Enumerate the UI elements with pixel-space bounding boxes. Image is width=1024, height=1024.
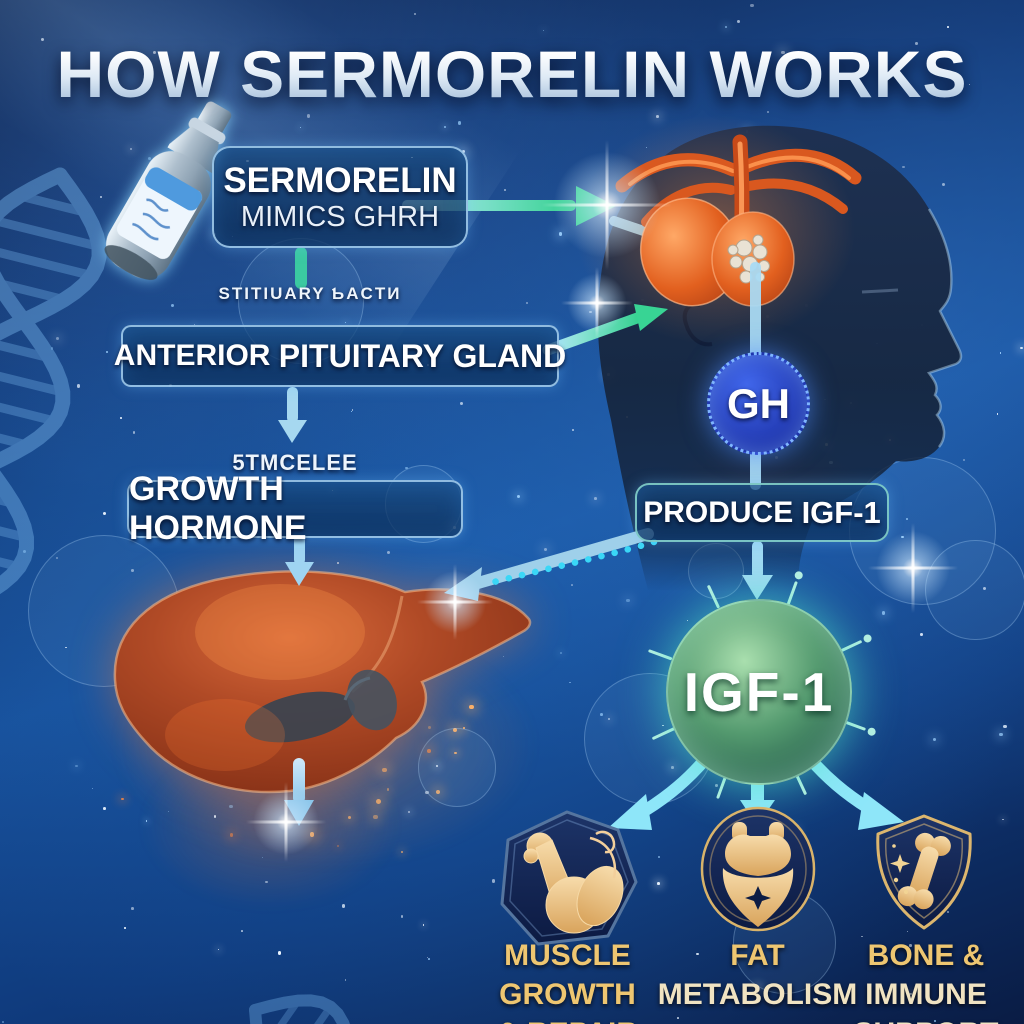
produce-igf1-box: PRODUCE IGF-1 (635, 483, 889, 542)
produce-label: PRODUCE (643, 495, 802, 529)
torso-fat-icon (700, 806, 816, 932)
connector-sermorelin-down (295, 247, 307, 289)
page-title: HOW SERMORELIN WORKS (0, 36, 1024, 112)
pituitary-gland-illustration (575, 115, 862, 345)
muscle-badge (492, 808, 642, 953)
dna-helix-decoration (0, 167, 107, 790)
anterior-label: ANTERIOR (113, 339, 279, 372)
sermorelin-box-subtitle: MIMICS GHRH (240, 200, 440, 233)
anterior-pituitary-box: ANTERIOR PITUITARY GLAND (114, 325, 566, 387)
gh-circle-badge: GH (707, 352, 810, 455)
growth-hormone-label: GROWTH HORMONE (129, 470, 307, 547)
bone-badge (868, 810, 980, 939)
caption-stitulary: STITIUARY ƄACTИ (218, 284, 402, 303)
sermorelin-box-title: SERMORELIN (223, 160, 457, 200)
dotted-signal-line (482, 538, 658, 588)
growth-hormone-box: GROWTH HORMONE (127, 470, 463, 547)
bone-label: BONE & IMMUNE SUPPORT (853, 939, 998, 1024)
pituitary-gland-label: PITUITARY GLAND (278, 337, 567, 374)
bone-shield-icon (876, 814, 972, 930)
liver-illustration (113, 570, 532, 794)
igf1-circle-badge: IGF-1 (666, 599, 852, 785)
fat-badge (699, 806, 817, 941)
flexed-bicep-icon (500, 810, 638, 946)
arrow-liver-down (293, 758, 305, 804)
arrow-igf-to-liver (472, 528, 654, 589)
arrow-igf-to-muscle (640, 750, 714, 816)
arrow-anterior-down (287, 387, 298, 423)
arrow-produce-to-igf (752, 541, 763, 579)
igf1-label: IGF-1 (801, 494, 881, 530)
sermorelin-box: SERMORELIN MIMICS GHRH (212, 146, 468, 248)
